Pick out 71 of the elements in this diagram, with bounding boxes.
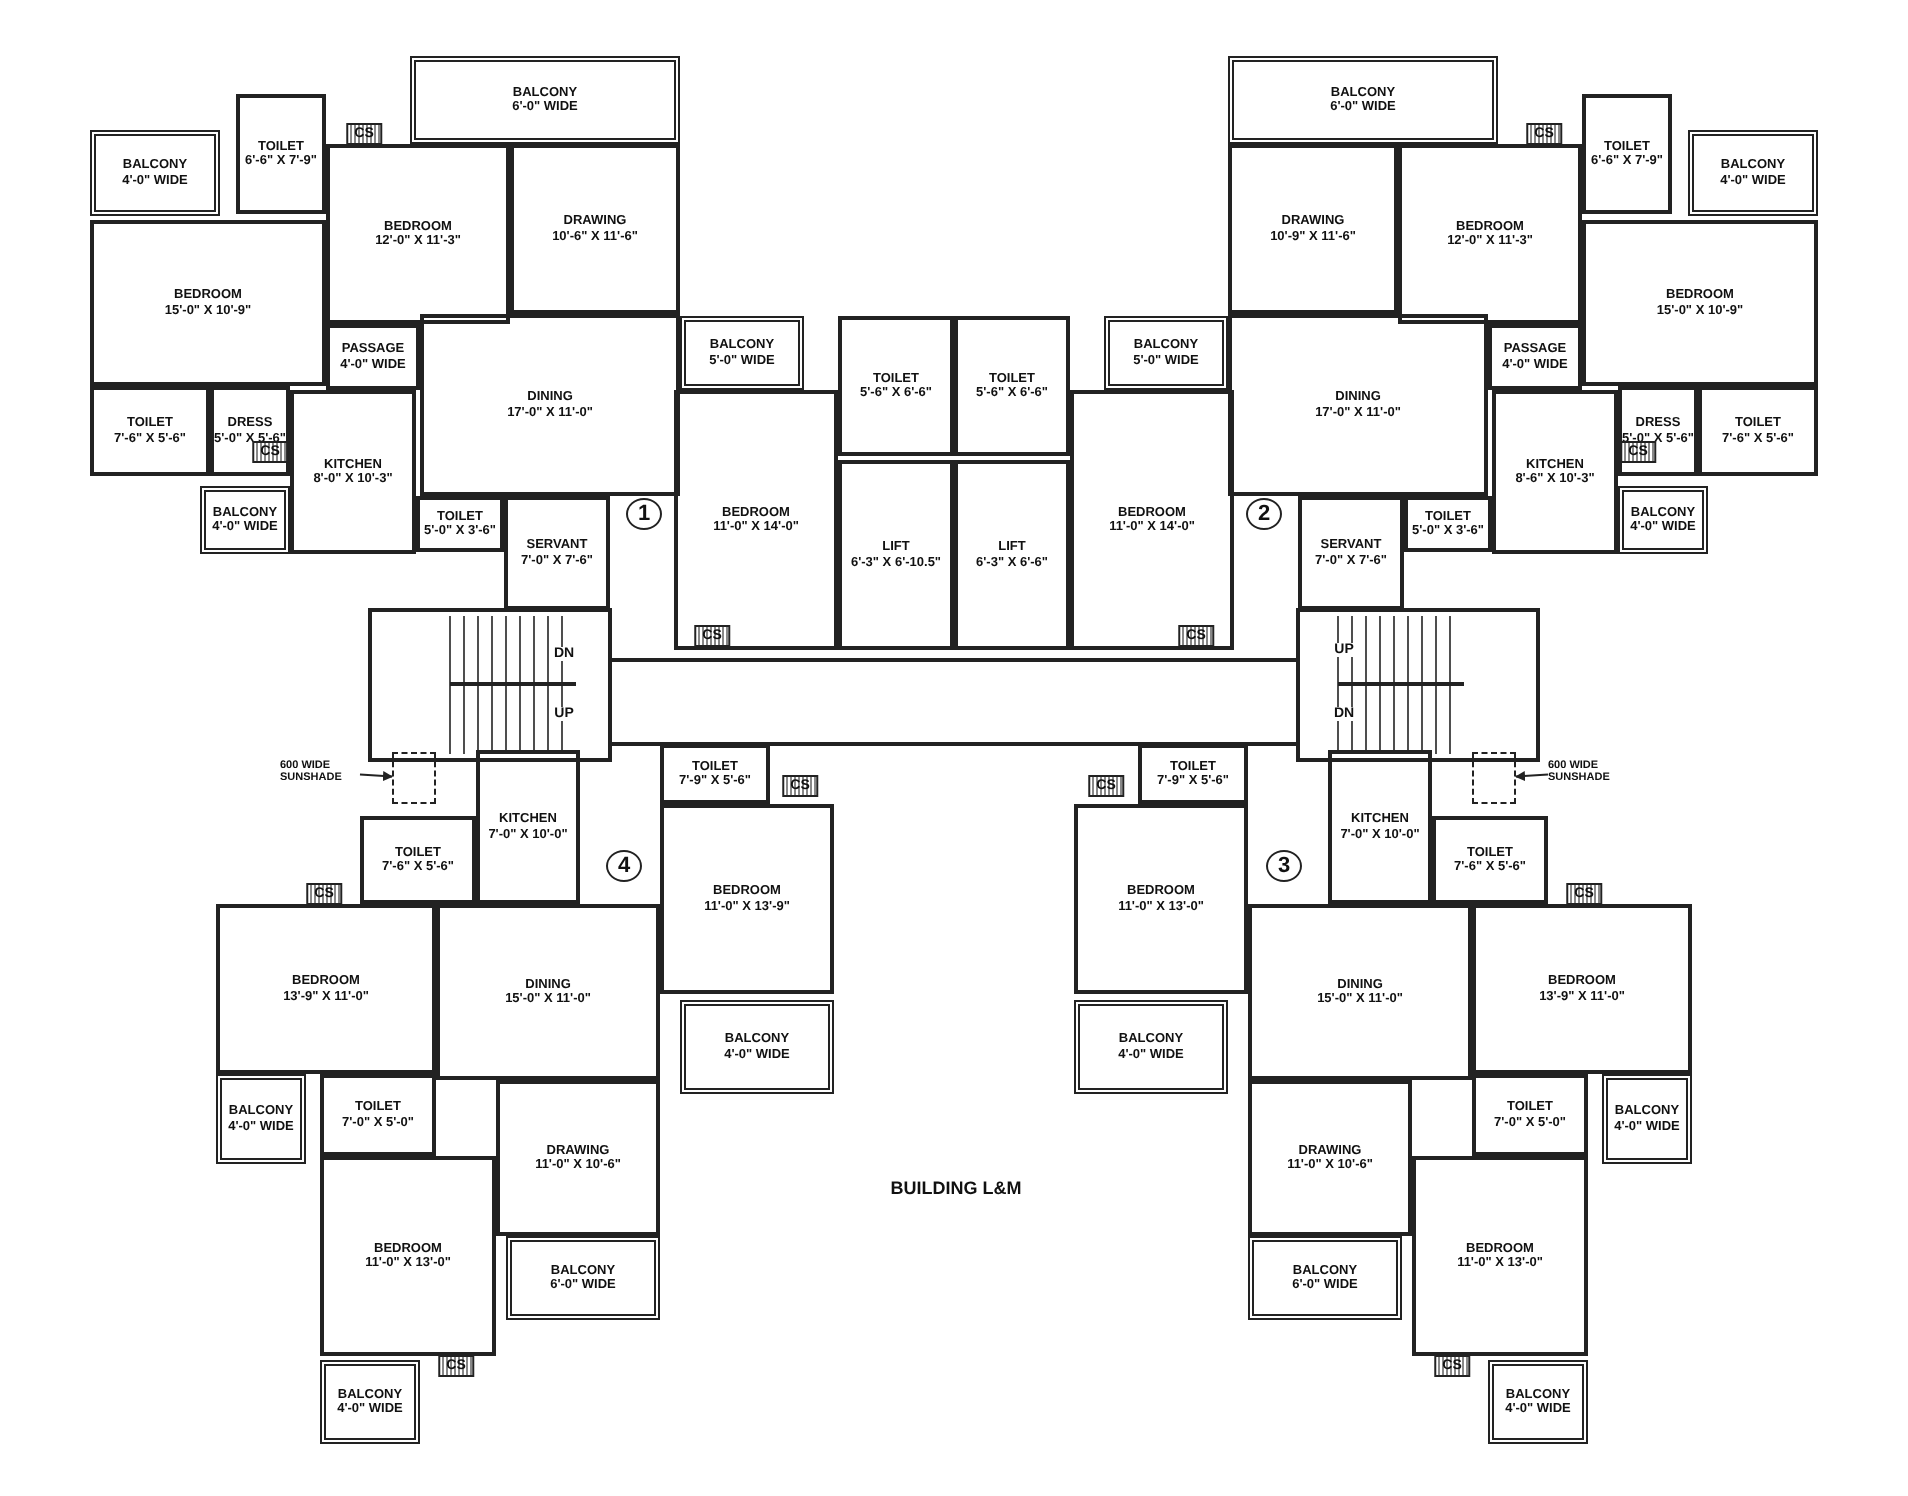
room-outline bbox=[1398, 144, 1582, 324]
room-outline bbox=[504, 496, 610, 610]
room-outline bbox=[496, 1080, 660, 1236]
balcony-outline bbox=[680, 1000, 834, 1094]
room-outline bbox=[1070, 390, 1234, 650]
room-outline bbox=[476, 750, 580, 904]
room-outline bbox=[436, 904, 660, 1080]
room-outline bbox=[510, 144, 680, 314]
room-outline bbox=[1404, 496, 1492, 552]
room-outline bbox=[416, 496, 504, 552]
balcony-outline bbox=[1602, 1074, 1692, 1164]
room-outline bbox=[660, 744, 770, 804]
balcony-outline bbox=[1618, 486, 1708, 554]
room-outline bbox=[326, 324, 420, 390]
room-outline bbox=[1228, 314, 1488, 496]
room-outline bbox=[236, 94, 326, 214]
room-outline bbox=[1472, 1074, 1588, 1156]
room-outline bbox=[1582, 94, 1672, 214]
balcony-outline bbox=[320, 1360, 420, 1444]
room-outline bbox=[420, 314, 680, 496]
room-outline bbox=[1248, 904, 1472, 1080]
room-outline bbox=[660, 804, 834, 994]
plan-title: BUILDING L&M bbox=[888, 1178, 1024, 1198]
room-outline bbox=[290, 390, 416, 554]
room-outline bbox=[90, 220, 326, 386]
room-outline bbox=[1138, 744, 1248, 804]
balcony-outline bbox=[200, 486, 290, 554]
balcony-outline bbox=[1074, 1000, 1228, 1094]
room-outline bbox=[1228, 144, 1398, 314]
room-outline bbox=[360, 816, 476, 904]
balcony-outline bbox=[1688, 130, 1818, 216]
room-outline bbox=[90, 386, 210, 476]
room-outline bbox=[1328, 750, 1432, 904]
balcony-outline bbox=[1248, 1236, 1402, 1320]
room-outline bbox=[1298, 496, 1404, 610]
unit-number: 3 bbox=[1266, 850, 1302, 882]
room-outline bbox=[954, 460, 1070, 650]
room-outline bbox=[1618, 386, 1698, 476]
room-outline bbox=[838, 316, 954, 456]
sunshade-outline bbox=[392, 752, 436, 804]
leader-line bbox=[1515, 771, 1549, 781]
room-outline bbox=[216, 904, 436, 1074]
unit-number: 1 bbox=[626, 498, 662, 530]
room-outline bbox=[1698, 386, 1818, 476]
leader-line bbox=[359, 771, 393, 781]
sunshade-outline bbox=[1472, 752, 1516, 804]
room-outline bbox=[1412, 1156, 1588, 1356]
room-outline bbox=[320, 1156, 496, 1356]
room-outline bbox=[1472, 904, 1692, 1074]
balcony-outline bbox=[1228, 56, 1498, 144]
room-outline bbox=[1492, 390, 1618, 554]
balcony-outline bbox=[680, 316, 804, 390]
room-outline bbox=[954, 316, 1070, 456]
room-outline bbox=[1432, 816, 1548, 904]
room-outline bbox=[674, 390, 838, 650]
balcony-outline bbox=[216, 1074, 306, 1164]
room-outline bbox=[326, 144, 510, 324]
balcony-outline bbox=[90, 130, 220, 216]
room-outline bbox=[1248, 1080, 1412, 1236]
room-outline bbox=[838, 460, 954, 650]
room-outline bbox=[320, 1074, 436, 1156]
unit-number: 2 bbox=[1246, 498, 1282, 530]
balcony-outline bbox=[1104, 316, 1228, 390]
balcony-outline bbox=[506, 1236, 660, 1320]
balcony-outline bbox=[1488, 1360, 1588, 1444]
room-outline bbox=[210, 386, 290, 476]
room-outline bbox=[1488, 324, 1582, 390]
room-outline bbox=[1582, 220, 1818, 386]
unit-number: 4 bbox=[606, 850, 642, 882]
balcony-outline bbox=[410, 56, 680, 144]
room-outline bbox=[1074, 804, 1248, 994]
